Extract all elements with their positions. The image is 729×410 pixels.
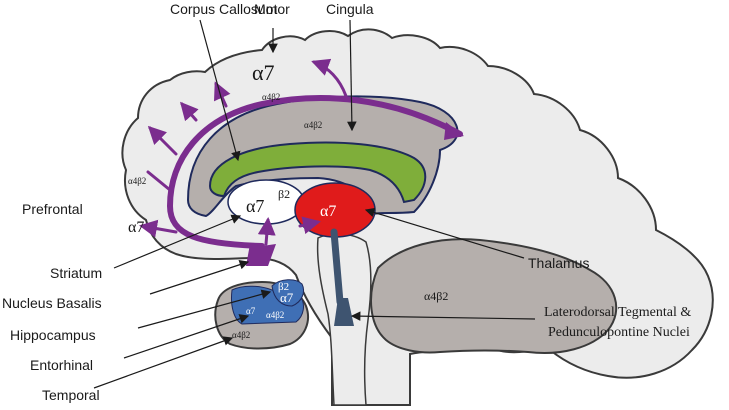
- label-motor: Motor: [254, 1, 290, 17]
- cholinergic-pathways: [139, 58, 464, 249]
- receptor-cerebellum-a4b2: α4β2: [424, 289, 448, 303]
- label-prefrontal: Prefrontal: [22, 201, 83, 217]
- label-temporal: Temporal: [42, 387, 100, 403]
- receptor-thalamus-alpha7: α7: [320, 203, 336, 220]
- receptor-striatum-beta2: β2: [278, 187, 290, 201]
- label-hippocampus: Hippocampus: [10, 327, 96, 343]
- receptor-entorhinal-alpha7: α7: [246, 306, 256, 316]
- ldt-ppn-nucleus: [334, 298, 354, 326]
- receptor-prefrontal-a4b2: α4β2: [128, 176, 146, 186]
- receptor-entorhinal-a4b2: α4β2: [266, 310, 284, 320]
- label-corpus-callosum: Corpus Callosum: [170, 1, 277, 17]
- receptor-cortex-alpha7: α7: [252, 60, 275, 85]
- arrowhead-main: [444, 122, 464, 140]
- label-striatum: Striatum: [50, 265, 102, 281]
- label-thalamus: Thalamus: [528, 255, 589, 271]
- receptor-prefrontal-alpha7: α7: [128, 219, 144, 236]
- corpus-callosum: [208, 141, 427, 204]
- main-cholinergic-tract: [166, 95, 463, 249]
- receptor-striatum-alpha7: α7: [246, 196, 264, 216]
- striatum: [227, 179, 305, 225]
- receptor-hippocampus-alpha7: α7: [280, 290, 294, 305]
- nucleus-basalis: [246, 244, 276, 266]
- label-nucleus-basalis: Nucleus Basalis: [2, 295, 102, 311]
- cerebellum: [370, 238, 618, 354]
- label-entorhinal: Entorhinal: [30, 357, 93, 373]
- pointer-lines: [93, 19, 536, 389]
- label-cingula: Cingula: [326, 1, 374, 17]
- brainstem-projection: [330, 228, 344, 306]
- hippocampus-head: [271, 279, 305, 307]
- label-ldt-line1: Laterodorsal Tegmental &: [544, 305, 691, 320]
- receptor-cortex-a4b2: α4β2: [262, 92, 280, 102]
- receptor-hippocampus-beta2: β2: [278, 281, 289, 293]
- label-ldt-line2: Pedunculopontine Nuclei: [548, 325, 690, 340]
- receptor-temporal-a4b2: α4β2: [232, 330, 250, 340]
- receptor-cingulate-a4b2: α4β2: [304, 120, 322, 130]
